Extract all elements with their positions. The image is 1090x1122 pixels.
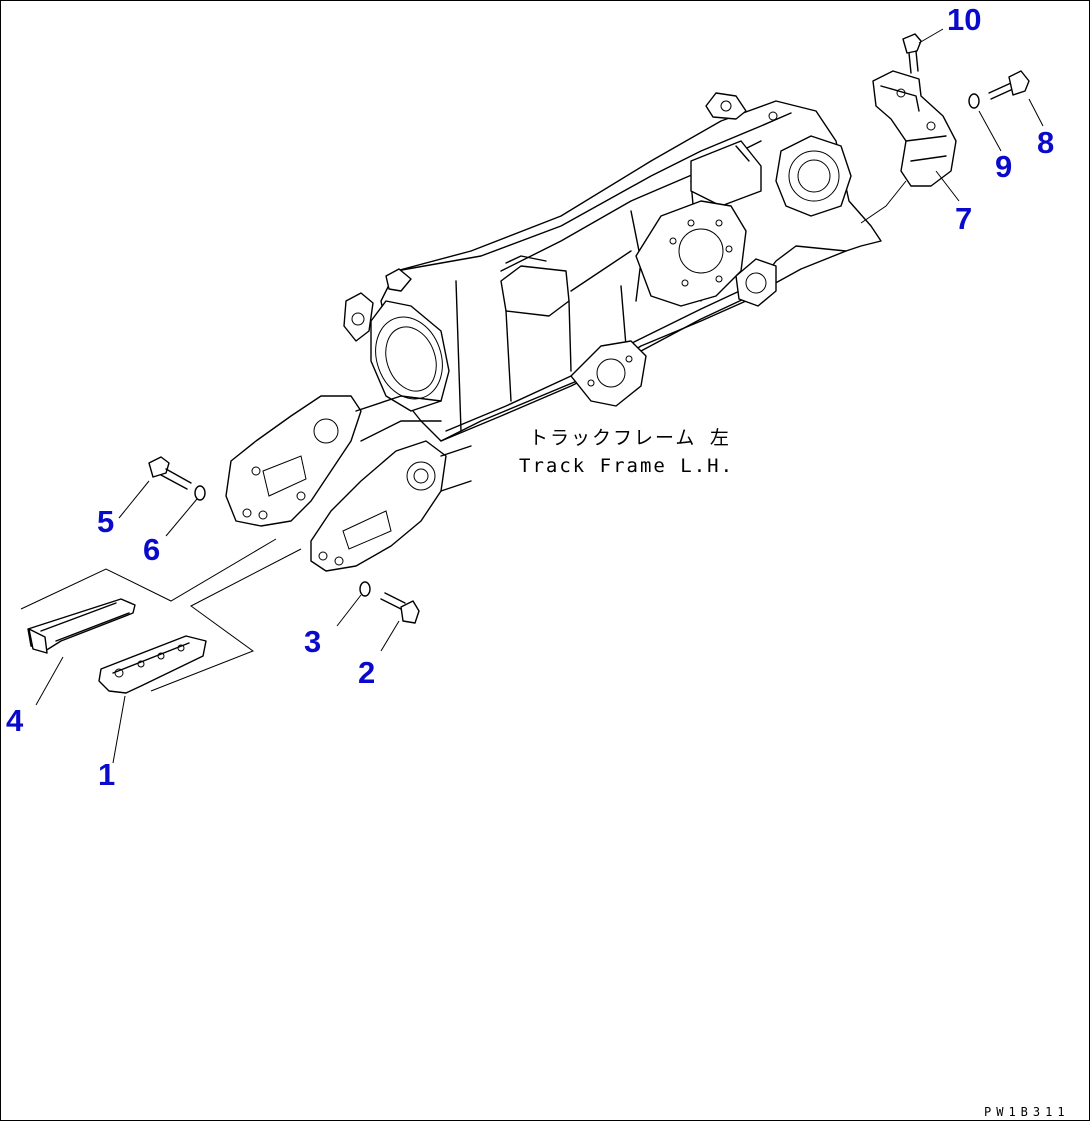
callout-10: 10 xyxy=(947,2,982,37)
callout-4: 4 xyxy=(6,703,24,738)
callout-2: 2 xyxy=(358,655,376,690)
track-frame-body xyxy=(225,92,882,572)
part-1-guard xyxy=(98,635,207,694)
leader-lines xyxy=(35,28,1044,764)
callout-9: 9 xyxy=(995,149,1013,184)
part-4-guard xyxy=(27,598,136,654)
part-5-bolt xyxy=(148,456,192,490)
callout-3: 3 xyxy=(304,624,322,659)
part-6-washer xyxy=(194,485,206,501)
callout-5: 5 xyxy=(97,504,115,539)
part-10-bolt xyxy=(902,33,922,74)
callout-8: 8 xyxy=(1037,125,1055,160)
caption-japanese: トラックフレーム 左 xyxy=(529,427,731,449)
part-9-washer xyxy=(968,93,980,109)
callout-1: 1 xyxy=(98,757,116,792)
callout-7: 7 xyxy=(955,201,973,236)
callout-6: 6 xyxy=(143,532,161,567)
part-2-bolt xyxy=(380,592,420,624)
part-7-bracket xyxy=(860,70,957,224)
part-8-bolt xyxy=(988,70,1030,100)
assembly-lines xyxy=(20,538,302,692)
caption-english: Track Frame L.H. xyxy=(519,455,735,477)
drawing-code: PW1B311 xyxy=(984,1105,1070,1119)
part-3-washer xyxy=(359,581,371,597)
